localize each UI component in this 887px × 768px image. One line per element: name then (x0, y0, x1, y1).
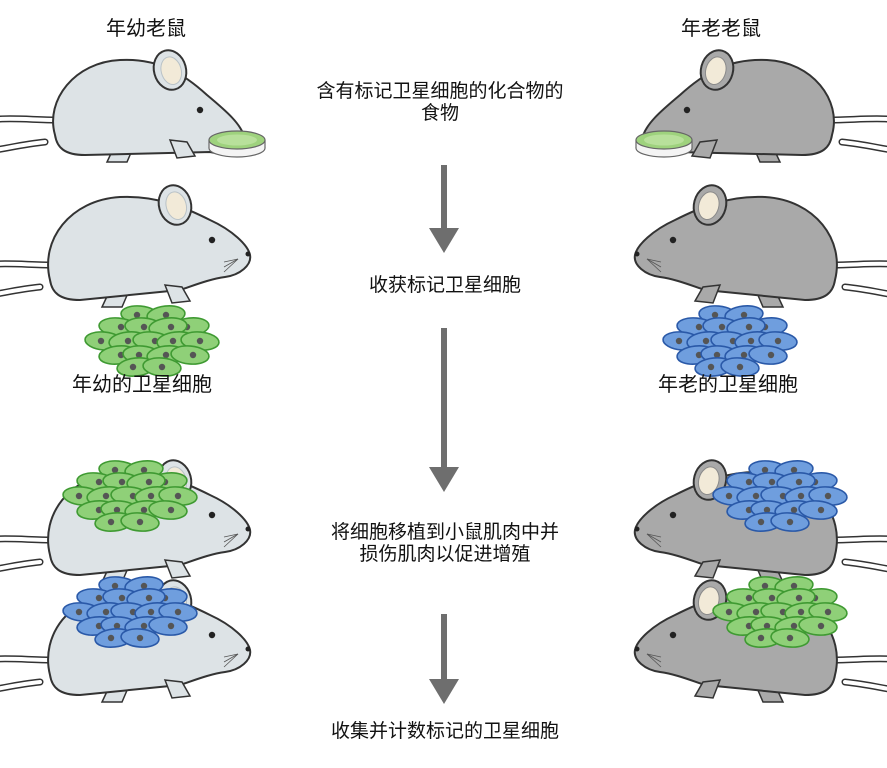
old-cell-cluster (662, 304, 797, 378)
step-feed-line1: 含有标记卫星细胞的化合物的 (260, 80, 620, 102)
old-mouse-label: 年老老鼠 (681, 16, 761, 40)
young-food-dish (209, 131, 265, 157)
young-cells-label: 年幼的卫星细胞 (72, 372, 212, 396)
young-mouse-harvest (0, 182, 251, 307)
arrow-feed-to-harvest (429, 165, 459, 253)
arrow-transplant-to-count (429, 614, 459, 704)
young-mouse-label: 年幼老鼠 (106, 16, 186, 40)
step-count-text: 收集并计数标记的卫星细胞 (270, 720, 620, 742)
old-cells-label: 年老的卫星细胞 (658, 372, 798, 396)
step-transplant-text: 将细胞移植到小鼠肌肉中并 损伤肌肉以促进增殖 (270, 521, 620, 565)
arrow-harvest-to-transplant (429, 328, 459, 492)
step-transplant-line2: 损伤肌肉以促进增殖 (270, 543, 620, 565)
step-transplant-line1: 将细胞移植到小鼠肌肉中并 (270, 521, 620, 543)
old-food-dish (636, 131, 692, 157)
step-feed-text: 含有标记卫星细胞的化合物的 食物 (260, 80, 620, 124)
old-mouse-harvest (635, 182, 887, 307)
young-cell-cluster (84, 304, 219, 378)
step-harvest-text: 收获标记卫星细胞 (300, 274, 590, 296)
step-feed-line2: 食物 (260, 102, 620, 124)
